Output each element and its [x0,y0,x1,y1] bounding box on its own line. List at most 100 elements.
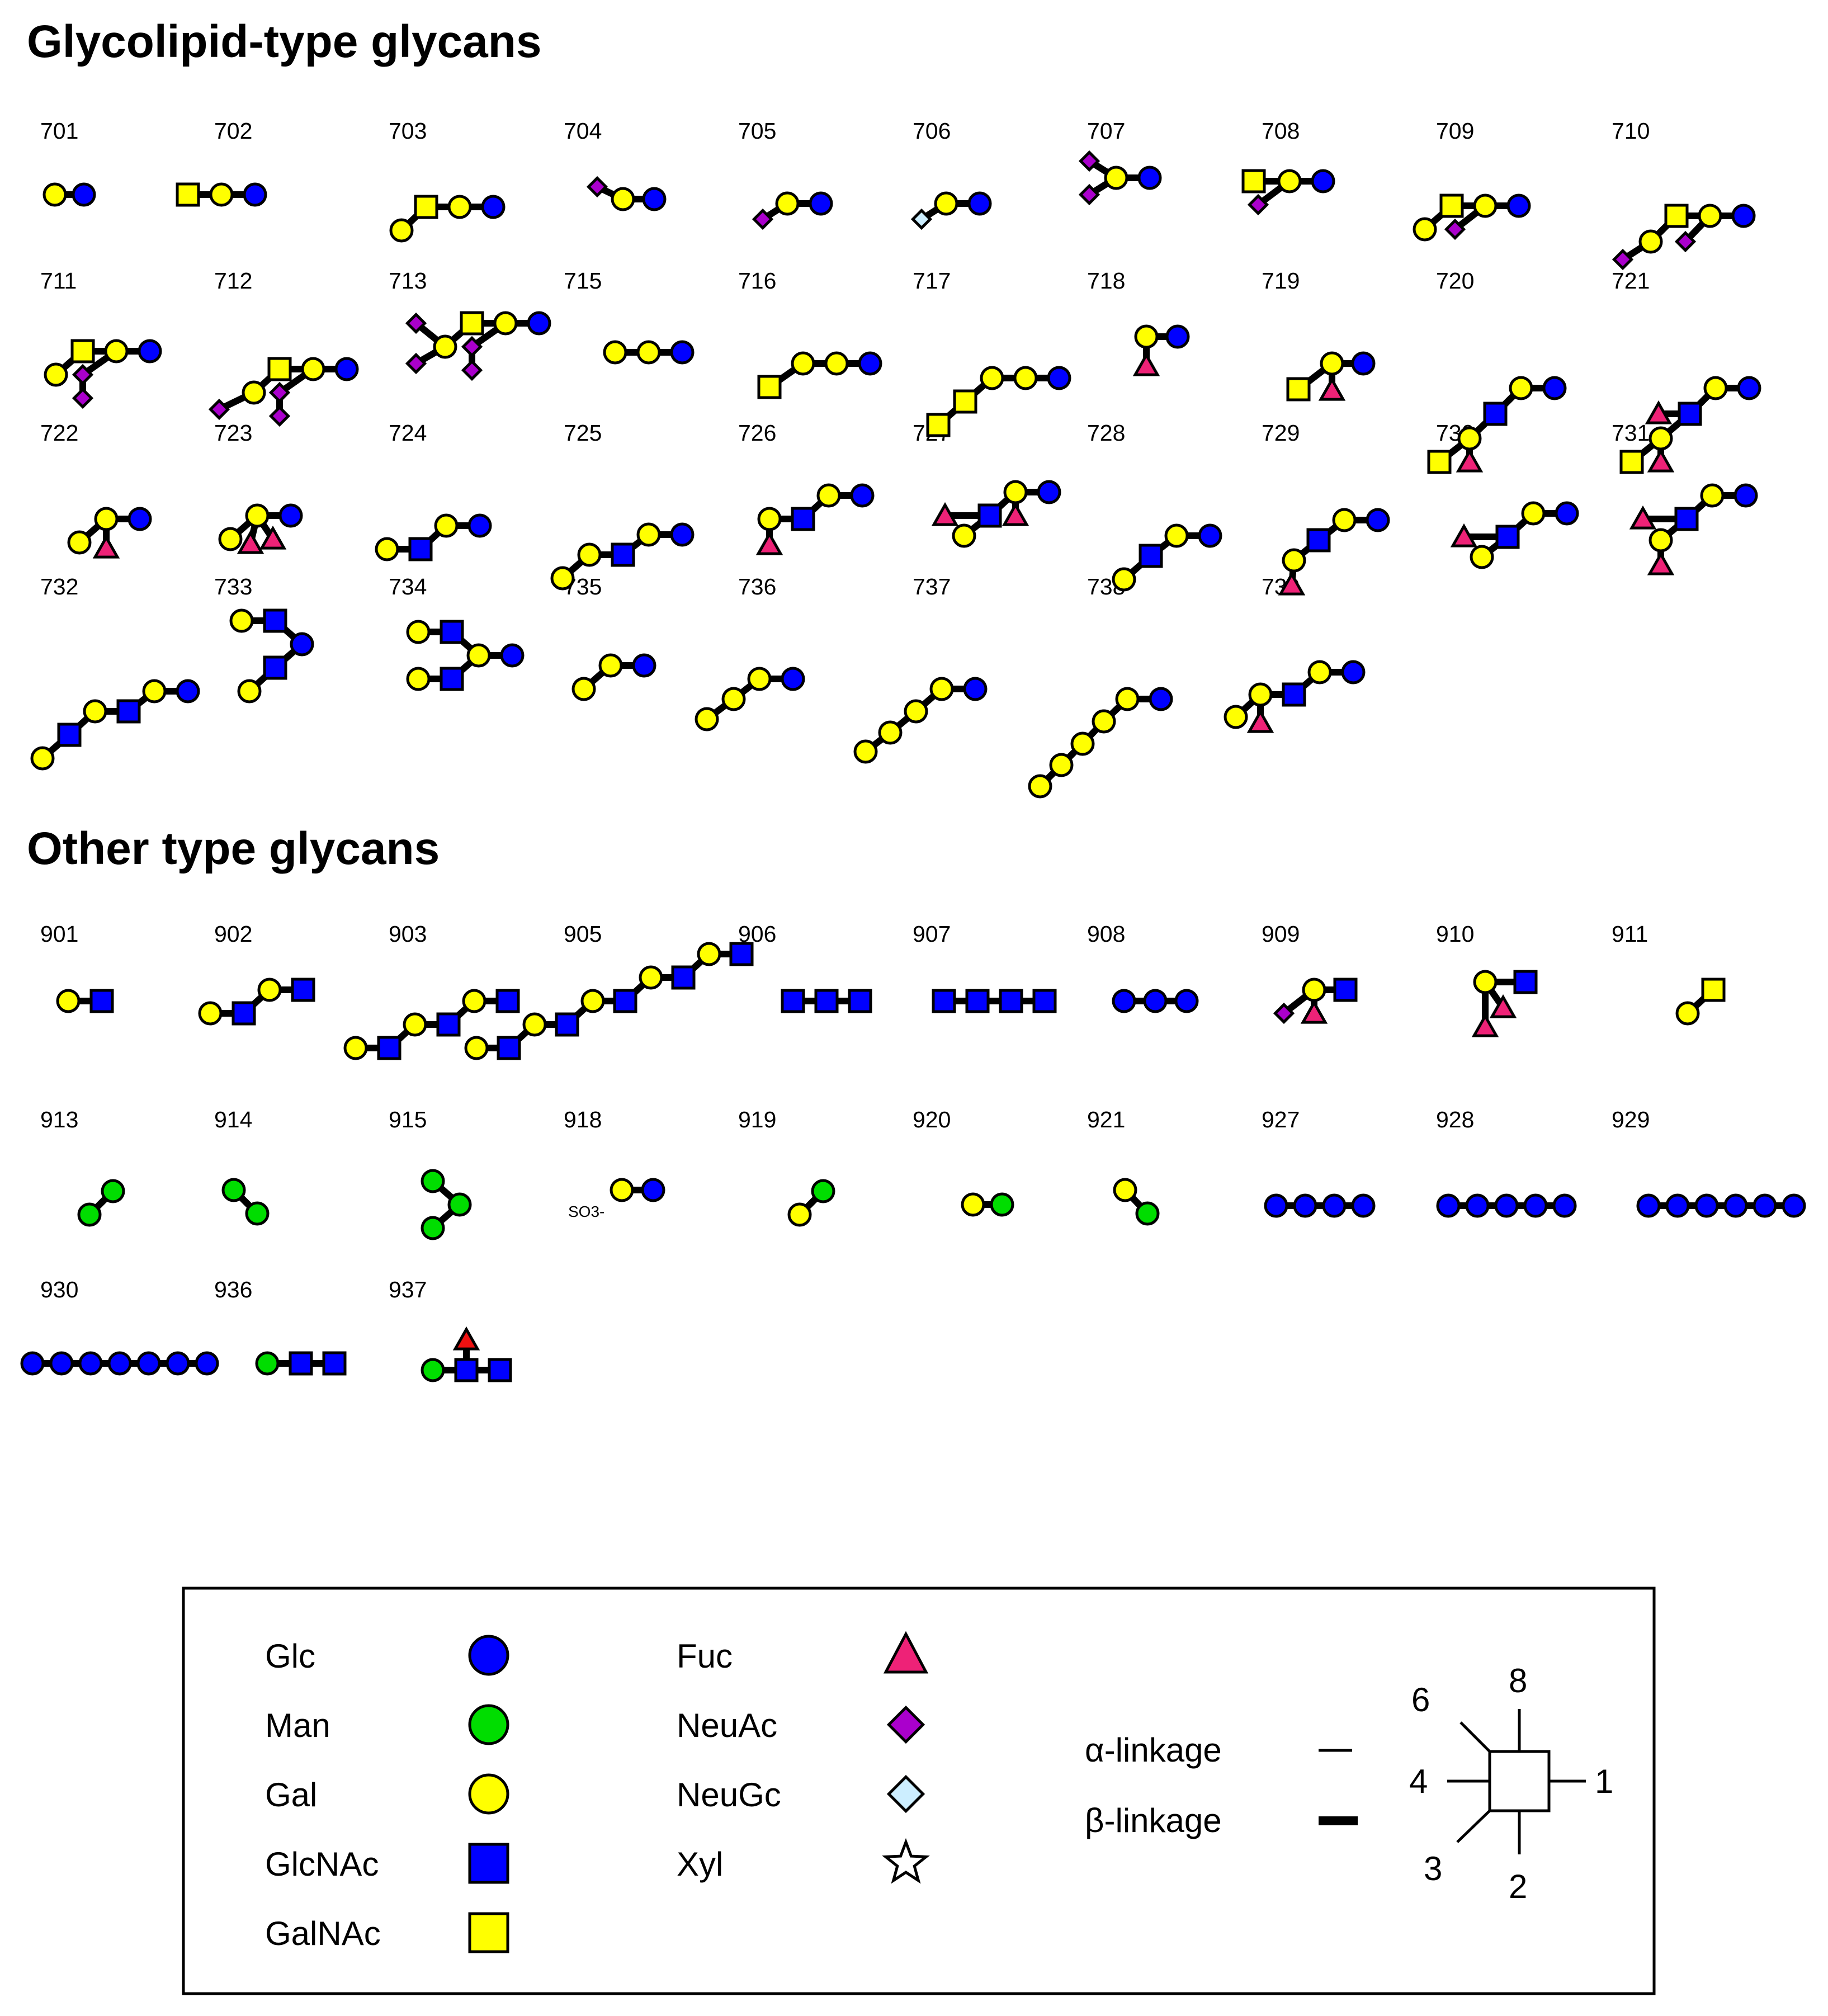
gal-residue [229,608,254,633]
legend-label-xyl: Xyl [677,1845,723,1883]
galnac-residue [1619,450,1644,474]
glycan-id-704: 704 [564,118,602,144]
glc-residue [49,1351,74,1376]
glcnac-residue [1139,544,1163,568]
glc-residue [500,643,525,668]
fuc-residue [1629,505,1657,530]
fuc-residue [1489,994,1517,1018]
glycan-structure-927 [1264,1193,1376,1218]
glycan-id-725: 725 [564,420,602,446]
glycan-id-737: 737 [913,574,951,599]
glc-residue [809,191,833,216]
position-3: 3 [1424,1850,1442,1887]
glc-residue [1753,1193,1777,1218]
gal-residue [466,643,491,668]
glycan-id-919: 919 [738,1107,776,1132]
glcnac-residue [291,978,315,1002]
gal-residue [929,677,954,701]
glycan-structure-708 [1241,169,1335,216]
legend-symbol-glc [468,1635,509,1676]
legend-symbol-man [468,1704,509,1745]
gal-residue [1302,978,1326,1002]
glycan-id-918: 918 [564,1107,602,1132]
glycan-structure-929 [1636,1193,1806,1218]
fuc-residue [1246,709,1274,733]
neuac-residue [72,363,94,386]
man-residue [1135,1201,1160,1226]
fucr-residue [452,1326,480,1351]
gal-residue [434,513,459,538]
glycan-id-718: 718 [1087,268,1125,294]
position-2: 2 [1509,1868,1527,1905]
glycan-id-736: 736 [738,574,776,599]
gal-residue [104,339,129,363]
section-title-glycolipid: Glycolipid-type glycans [27,16,541,67]
fuc-residue [1450,523,1478,547]
glc-residue [670,522,695,547]
section-title-other: Other type glycans [27,823,440,874]
glycan-structure-738 [1028,687,1173,799]
glycan-id-708: 708 [1262,118,1300,144]
sulfate-annotation: SO3- [568,1203,604,1220]
glc-residue [127,507,152,531]
glcnac-residue [791,507,815,531]
neuac-residue [1612,248,1634,271]
glycan-id-709: 709 [1436,118,1474,144]
glycan-structure-725 [550,522,695,591]
glycan-id-729: 729 [1262,420,1300,446]
glcnac-residue [1678,402,1702,426]
gal-residue [1104,166,1128,190]
legend-label-glc: Glc [265,1637,315,1675]
galnac-residue [1439,193,1464,218]
glycan-structure-930 [20,1351,219,1376]
gal-residue [462,989,486,1013]
galnac-residue [1241,169,1266,193]
glc-residue [781,667,805,691]
gal-residue [571,677,596,701]
glycan-structure-717 [926,366,1071,437]
glycan-structure-718 [1132,324,1190,376]
legend-symbol-fuc [883,1631,929,1674]
gal-residue [1648,528,1673,553]
glycan-id-929: 929 [1612,1107,1650,1132]
glc-residue [1322,1193,1347,1218]
legend-label-galnac: GalNAc [265,1915,381,1952]
glycan-structure-713 [405,311,551,381]
glc-residue [1149,687,1173,711]
glycan-id-907: 907 [913,921,951,947]
glycan-structure-727 [931,480,1061,548]
glc-residue [1737,376,1761,400]
neuac-residue [1078,183,1100,206]
glycan-structure-704 [586,176,667,211]
gal-residue [1092,709,1116,734]
gal-residue [1164,523,1189,548]
gal-residue [1675,1001,1700,1026]
gal-residue [853,739,878,764]
glycan-structure-928 [1436,1193,1577,1218]
fuc-residue [1002,502,1029,526]
glycan-structure-913 [77,1179,125,1227]
glycan-structure-908 [1112,989,1199,1013]
gal-residue [598,653,623,678]
alpha-linkage-label: α-linkage [1085,1731,1222,1769]
glycan-structure-902 [198,978,315,1026]
gal-residue [603,340,627,365]
man-residue [245,1201,270,1226]
position-6: 6 [1411,1681,1430,1718]
gal-residue [1700,483,1725,508]
glycan-structure-701 [42,182,96,207]
gal-residue [237,679,262,704]
glycan-id-930: 930 [40,1277,78,1302]
gal-residue [1070,731,1095,756]
man-residue [101,1179,125,1203]
gal-residue [1638,229,1663,254]
glycan-structure-711 [44,339,162,409]
glcnac-residue [999,989,1023,1013]
glcnac-residue [848,989,872,1013]
neuac-residue [461,359,483,381]
glycan-structure-905 [464,942,754,1060]
glc-residue [278,503,303,528]
glc-residue [1436,1193,1461,1218]
glcnac-residue [57,723,82,747]
